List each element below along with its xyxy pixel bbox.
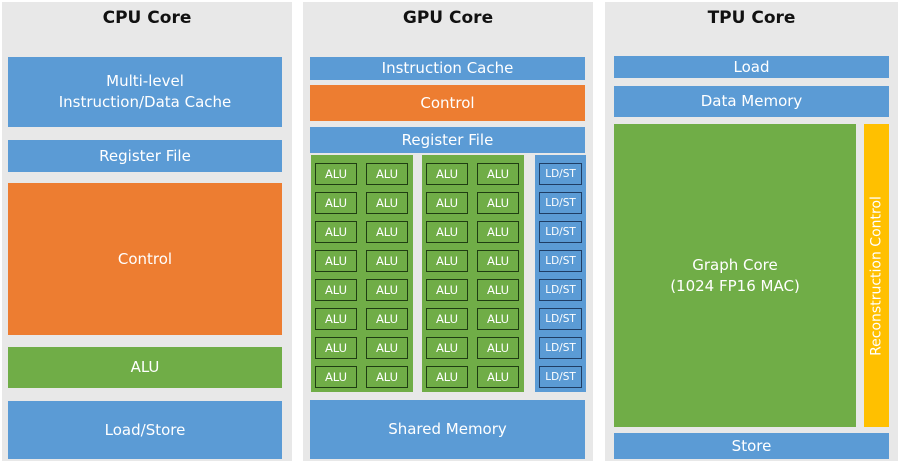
gpu-alu-unit: ALU: [315, 337, 357, 359]
gpu-alu-unit: ALU: [366, 308, 408, 330]
gpu-alu-unit: ALU: [315, 366, 357, 388]
gpu-alu-unit: ALU: [366, 192, 408, 214]
gpu-alu-unit: ALU: [426, 221, 468, 243]
gpu-alu-unit: ALU: [477, 366, 519, 388]
gpu-alu-unit: ALU: [315, 192, 357, 214]
gpu-register-file: Register File: [310, 127, 585, 153]
cpu-cache-line1: Multi-level: [106, 72, 184, 90]
gpu-alu-unit: ALU: [426, 366, 468, 388]
gpu-alu-unit: ALU: [426, 337, 468, 359]
tpu-graph-core-line1: Graph Core: [692, 255, 778, 274]
gpu-alu-unit: ALU: [426, 192, 468, 214]
gpu-instruction-cache: Instruction Cache: [310, 57, 585, 80]
tpu-graph-core-line2: (1024 FP16 MAC): [670, 276, 800, 295]
gpu-ldst-unit: LD/ST: [539, 279, 582, 301]
gpu-ldst-unit: LD/ST: [539, 221, 582, 243]
cpu-control: Control: [8, 183, 282, 335]
cpu-core-title: CPU Core: [102, 8, 192, 28]
gpu-alu-unit: ALU: [315, 250, 357, 272]
gpu-ldst-unit: LD/ST: [539, 337, 582, 359]
gpu-control: Control: [310, 85, 585, 121]
gpu-alu-unit: ALU: [366, 337, 408, 359]
gpu-ldst-unit: LD/ST: [539, 192, 582, 214]
gpu-alu-unit: ALU: [315, 279, 357, 301]
cpu-register-file: Register File: [8, 140, 282, 172]
tpu-reconstruction-control: Reconstruction Control: [864, 124, 889, 427]
gpu-shared-memory: Shared Memory: [310, 400, 585, 459]
cpu-load-store: Load/Store: [8, 401, 282, 459]
gpu-alu-unit: ALU: [426, 308, 468, 330]
gpu-ldst-unit: LD/ST: [539, 163, 582, 185]
gpu-alu-unit: ALU: [426, 250, 468, 272]
gpu-alu-unit: ALU: [477, 337, 519, 359]
cpu-cache-block: Multi-level Instruction/Data Cache: [8, 57, 282, 127]
gpu-alu-unit: ALU: [477, 192, 519, 214]
gpu-alu-unit: ALU: [477, 221, 519, 243]
tpu-store: Store: [614, 433, 889, 459]
gpu-alu-unit: ALU: [477, 308, 519, 330]
tpu-load: Load: [614, 56, 889, 78]
gpu-alu-unit: ALU: [315, 221, 357, 243]
cpu-cache-line2: Instruction/Data Cache: [58, 93, 232, 111]
tpu-data-memory: Data Memory: [614, 86, 889, 117]
gpu-alu-unit: ALU: [477, 279, 519, 301]
gpu-alu-unit: ALU: [366, 163, 408, 185]
gpu-ldst-unit: LD/ST: [539, 366, 582, 388]
gpu-alu-unit: ALU: [366, 250, 408, 272]
gpu-core-title: GPU Core: [402, 8, 494, 28]
gpu-alu-unit: ALU: [315, 163, 357, 185]
gpu-ldst-unit: LD/ST: [539, 250, 582, 272]
cpu-alu: ALU: [8, 347, 282, 388]
gpu-alu-unit: ALU: [426, 163, 468, 185]
tpu-core-title: TPU Core: [707, 8, 796, 28]
gpu-alu-unit: ALU: [315, 308, 357, 330]
gpu-alu-unit: ALU: [477, 250, 519, 272]
tpu-reconstruction-control-label: Reconstruction Control: [868, 195, 884, 356]
gpu-alu-unit: ALU: [366, 279, 408, 301]
gpu-alu-unit: ALU: [366, 366, 408, 388]
tpu-graph-core: Graph Core (1024 FP16 MAC): [614, 124, 856, 427]
gpu-ldst-unit: LD/ST: [539, 308, 582, 330]
gpu-alu-unit: ALU: [426, 279, 468, 301]
gpu-alu-unit: ALU: [366, 221, 408, 243]
gpu-alu-unit: ALU: [477, 163, 519, 185]
